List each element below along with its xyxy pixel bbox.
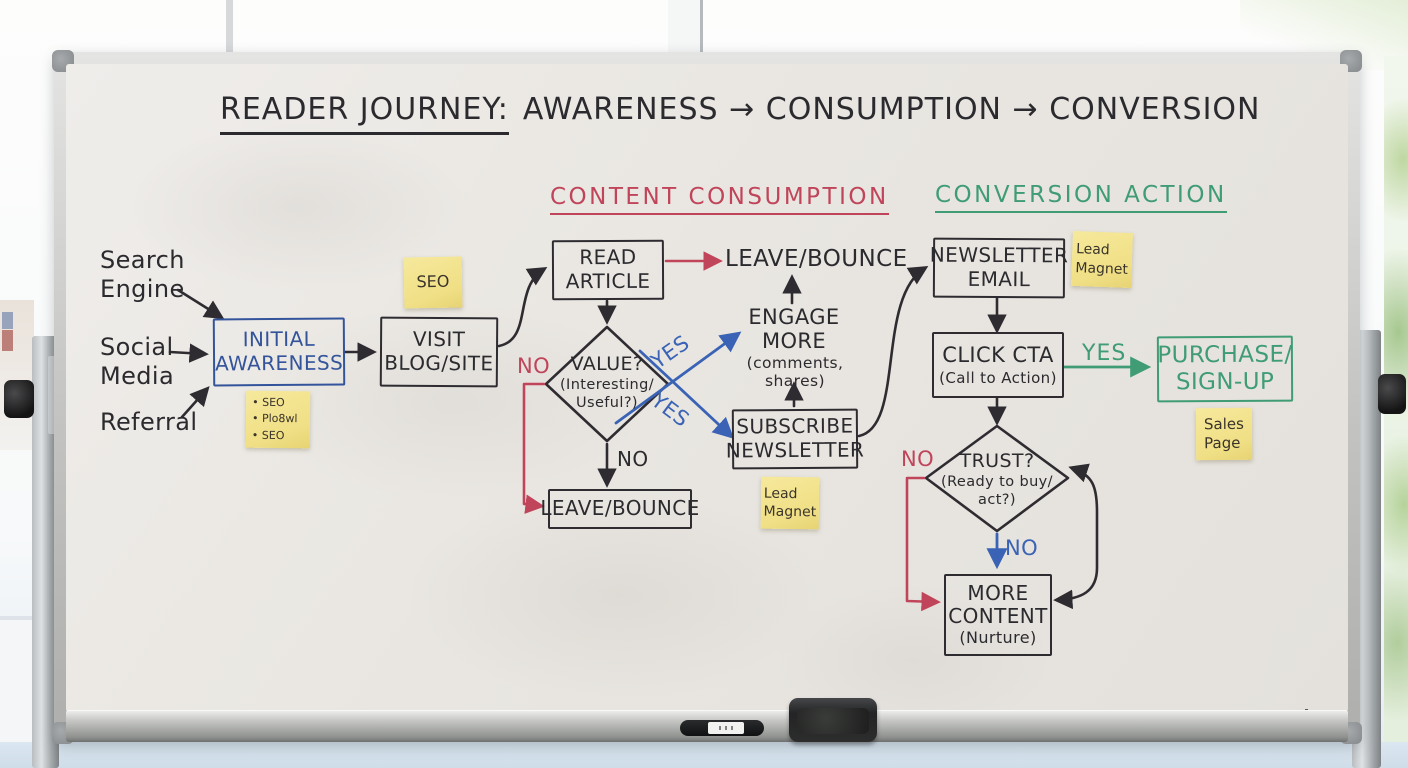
- section-content-consumption: CONTENT CONSUMPTION: [550, 184, 889, 215]
- title-rest: AWARENESS → CONSUMPTION → CONVERSION: [522, 92, 1261, 127]
- sticky-seo-tactics: • SEO • Plo8wl • SEO: [245, 390, 311, 449]
- title-underlined: READER JOURNEY:: [220, 92, 509, 135]
- engage-more-sub: (comments, shares): [746, 354, 844, 390]
- node-click-cta: CLICK CTA (Call to Action): [932, 332, 1064, 398]
- source-referral: Referral: [100, 408, 198, 436]
- window-detail-blue: [2, 312, 13, 329]
- stand-knob-right: [1378, 374, 1406, 414]
- whiteboard-surface: [66, 64, 1348, 712]
- edge-yes-cta: YES: [1082, 341, 1127, 366]
- sticky-sales-page: Sales Page: [1195, 407, 1253, 461]
- whiteboard-eraser: [789, 698, 877, 742]
- sticky-lead-magnet-subscribe: Lead Magnet: [760, 476, 820, 530]
- engage-more-main: ENGAGE MORE: [748, 305, 840, 354]
- window-detail-red: [2, 330, 13, 351]
- node-engage-more: ENGAGE MORE: [733, 305, 855, 353]
- trust-question-main: TRUST?: [959, 450, 1035, 472]
- page-title: READER JOURNEY: AWARENESS → CONSUMPTION →…: [220, 92, 1260, 135]
- trust-question-sub: (Ready to buy/ act?): [941, 474, 1053, 509]
- node-trust-question: TRUST? (Ready to buy/ act?): [935, 450, 1059, 509]
- edge-no-value-down: NO: [617, 447, 649, 471]
- node-visit-blog-site: VISIT BLOG/SITE: [379, 316, 499, 388]
- node-initial-awareness: INITIAL AWARENESS: [212, 317, 346, 387]
- sticky-seo: SEO: [403, 256, 463, 309]
- value-question-sub: (Interesting/ Useful?): [559, 377, 655, 412]
- edge-no-trust-down: NO: [1005, 536, 1039, 560]
- value-question-main: VALUE?: [570, 353, 644, 375]
- window-mullion: [226, 0, 233, 54]
- edge-no-value-left: NO: [517, 354, 551, 378]
- more-content-sub: (Nurture): [959, 627, 1037, 647]
- sticky-lead-magnet-newsletter: Lead Magnet: [1071, 230, 1133, 289]
- stand-knob-left: [4, 380, 34, 418]
- node-read-article: READ ARTICLE: [551, 239, 665, 301]
- edge-no-trust-left: NO: [901, 447, 935, 471]
- window-light-band: [0, 742, 1408, 768]
- source-social-media: Social Media: [100, 333, 175, 390]
- node-newsletter-email: NEWSLETTER EMAIL: [930, 237, 1068, 299]
- click-cta-sub: (Call to Action): [939, 368, 1057, 387]
- node-subscribe-newsletter: SUBSCRIBE NEWSLETTER: [726, 408, 864, 470]
- node-value-question: VALUE? (Interesting/ Useful?): [545, 353, 669, 412]
- section-conversion-action: CONVERSION ACTION: [935, 182, 1227, 213]
- node-purchase-signup: PURCHASE/ SIGN-UP: [1156, 335, 1294, 403]
- window-frame-post: [668, 0, 703, 54]
- more-content-main: MORE CONTENT: [948, 581, 1048, 628]
- node-more-content: MORE CONTENT (Nurture): [944, 574, 1052, 656]
- label-leave-bounce-top: LEAVE/BOUNCE: [725, 246, 908, 272]
- click-cta-main: CLICK CTA: [942, 342, 1054, 367]
- node-leave-bounce-bottom: LEAVE/BOUNCE: [540, 489, 699, 529]
- source-search-engine: Search Engine: [100, 246, 185, 303]
- eraser-felt: [797, 708, 869, 734]
- marker-label: [708, 722, 744, 734]
